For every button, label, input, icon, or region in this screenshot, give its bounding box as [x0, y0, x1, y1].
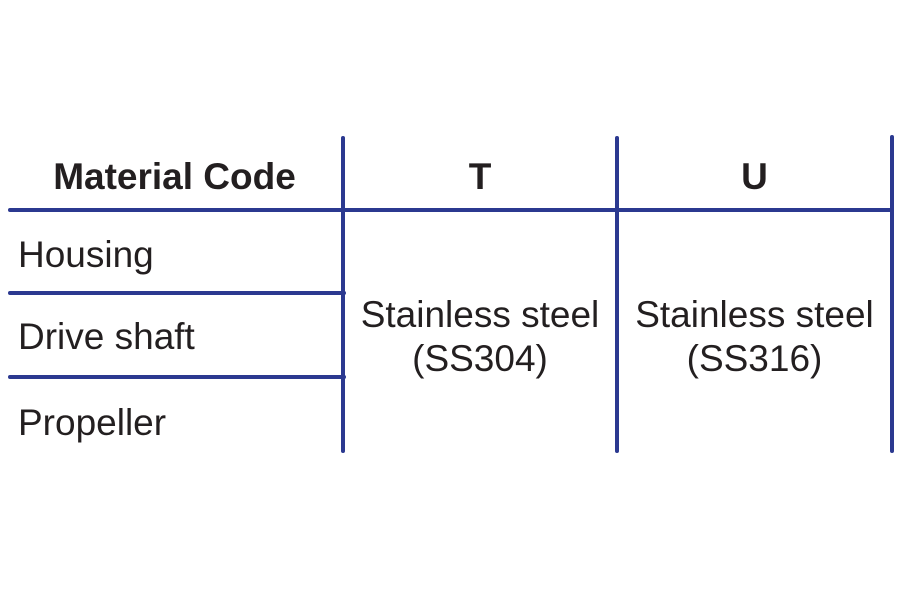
cell-material-t-line2: (SS304) [412, 338, 548, 379]
row-label-propeller: Propeller [18, 402, 167, 443]
row-divider-drive-shaft [8, 375, 346, 379]
header-col-t: T [468, 156, 492, 197]
cell-material-t-line1: Stainless steel [360, 293, 600, 335]
row-label-drive-shaft: Drive shaft [18, 316, 195, 357]
row-label-housing: Housing [18, 234, 154, 275]
header-material-code: Material Code [53, 156, 296, 197]
column-divider-left [341, 136, 345, 453]
header-rule [8, 208, 894, 212]
column-divider-middle [615, 136, 619, 453]
cell-material-t: Stainless steel (SS304) [345, 215, 615, 459]
cell-material-u-line2: (SS316) [686, 338, 823, 379]
row-divider-housing [8, 291, 346, 295]
cell-material-u: Stainless steel (SS316) [619, 215, 890, 459]
cell-material-u-line1: Stainless steel [635, 293, 874, 335]
table-right-border [890, 135, 894, 453]
header-col-u: U [741, 156, 768, 197]
